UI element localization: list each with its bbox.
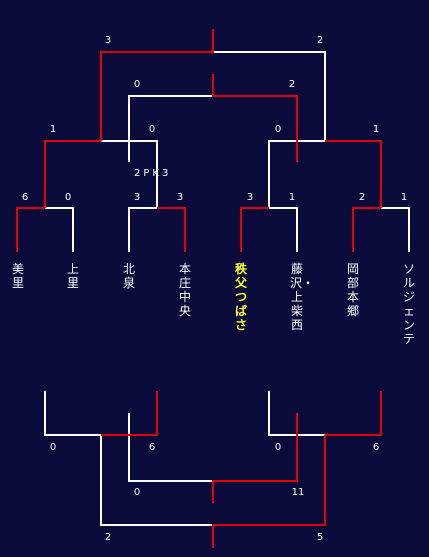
semifinal1-score-left: 1: [49, 124, 57, 135]
loser-line: [269, 207, 298, 252]
loser-line: [45, 207, 74, 252]
bottom-match3-score-right: 5: [316, 532, 324, 543]
pk-result: 2PK3: [134, 168, 172, 179]
third-place-score-left: 0: [133, 79, 141, 90]
semifinal2-score-right: 1: [372, 124, 380, 135]
semifinal1-score-right: 0: [148, 124, 156, 135]
winner-line: [212, 74, 298, 162]
round1-match4-score-right: 1: [400, 192, 408, 203]
winner-line: [325, 391, 382, 436]
round1-match2-score-left: 3: [133, 192, 141, 203]
round1-match3-score-left: 3: [246, 192, 254, 203]
team-name-highlighted: 秩父つばさ: [234, 262, 247, 332]
round1-match1-score-right: 0: [64, 192, 72, 203]
team-name: ソルジェンテ: [402, 262, 415, 346]
team-name: 岡部本郷: [346, 262, 359, 318]
winner-line: [240, 207, 269, 252]
bottom-round1-match1-score-right: 6: [148, 442, 156, 453]
round1-match2-score-right: 3: [176, 192, 184, 203]
winner-line: [101, 391, 158, 436]
round1-match1-score-left: 6: [21, 192, 29, 203]
loser-line: [268, 391, 325, 436]
bottom-match2-score-left: 0: [133, 487, 141, 498]
loser-line: [44, 391, 101, 436]
winner-line: [100, 29, 214, 141]
team-name: 美里: [11, 262, 24, 290]
top-bracket-lines: [16, 29, 410, 252]
bottom-bracket-lines: [44, 391, 382, 548]
loser-line: [268, 140, 325, 208]
team-name: 藤沢・上柴西: [290, 262, 315, 332]
team-name: 上里: [66, 262, 79, 290]
winner-line: [44, 140, 101, 208]
third-place-score-right: 2: [288, 79, 296, 90]
loser-line: [213, 51, 326, 141]
round1-match3-score-right: 1: [288, 192, 296, 203]
bottom-round1-match2-score-left: 0: [274, 442, 282, 453]
loser-line: [101, 140, 158, 208]
semifinal2-score-left: 0: [274, 124, 282, 135]
team-name: 本庄中央: [178, 262, 191, 318]
final-score-left: 3: [104, 35, 112, 46]
loser-line: [128, 95, 213, 162]
bottom-match3-score-left: 2: [104, 532, 112, 543]
winner-line: [212, 435, 326, 548]
bottom-round1-match2-score-right: 6: [372, 442, 380, 453]
winner-line: [212, 413, 298, 503]
winner-line: [16, 207, 45, 252]
winner-line: [352, 207, 381, 252]
final-score-right: 2: [316, 35, 324, 46]
loser-line: [128, 413, 213, 482]
round1-match4-score-left: 2: [358, 192, 366, 203]
bottom-round1-match1-score-left: 0: [49, 442, 57, 453]
bottom-match2-score-right: 11: [291, 487, 305, 498]
team-name: 北泉: [122, 262, 135, 290]
winner-line: [325, 140, 382, 208]
loser-line: [100, 435, 213, 526]
loser-line: [381, 207, 410, 252]
winner-line: [157, 207, 186, 252]
loser-line: [128, 207, 157, 252]
